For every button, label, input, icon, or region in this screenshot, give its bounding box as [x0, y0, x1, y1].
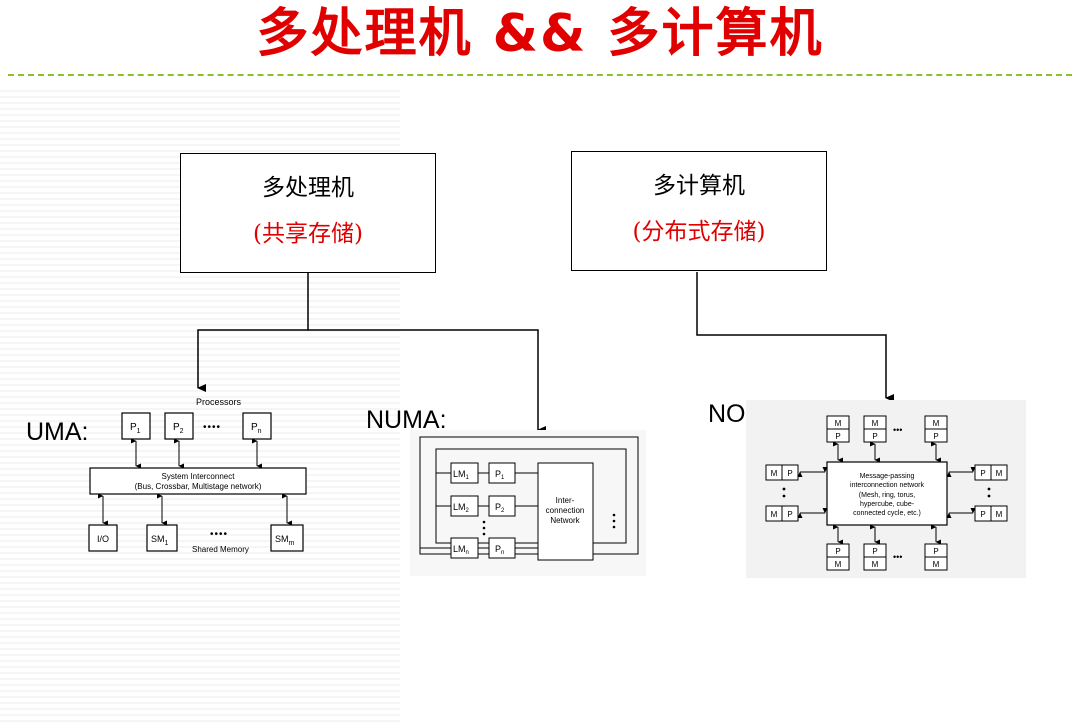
multiprocessor-subtitle: (共享存储)	[253, 221, 363, 247]
svg-text:P: P	[872, 547, 877, 556]
svg-text:P: P	[787, 510, 792, 519]
svg-text:M: M	[872, 419, 879, 428]
svg-text:•••: •••	[893, 425, 902, 435]
svg-text:M: M	[872, 560, 879, 569]
numa-p2-label: P2	[495, 502, 505, 514]
processor-p2-label: P2	[173, 422, 184, 435]
uma-processor-links	[131, 438, 262, 469]
numa-processor-p1	[488, 462, 516, 484]
lm1-label: LM1	[453, 469, 470, 481]
numa-net-line2: connection	[546, 506, 585, 515]
svg-text:M: M	[996, 510, 1003, 519]
svg-text:M: M	[933, 560, 940, 569]
multicomputer-title: 多计算机	[653, 173, 745, 199]
connector-to-norma	[696, 272, 894, 402]
svg-text:P: P	[872, 432, 877, 441]
svg-text:•••: •••	[893, 552, 902, 562]
svg-text:hypercube, cube-: hypercube, cube-	[860, 501, 915, 508]
io-label: I/O	[97, 534, 109, 544]
norma-bottom-links	[833, 524, 941, 545]
io-box	[88, 524, 118, 552]
numa-scan-background	[410, 430, 646, 576]
norma-right-dots	[987, 487, 991, 498]
processor-p1-label: P1	[130, 422, 141, 435]
svg-text:M: M	[933, 419, 940, 428]
shared-memory-caption: Shared Memory	[192, 545, 249, 554]
processor-ellipsis: ••••	[203, 422, 221, 433]
processor-p1	[121, 412, 151, 440]
connector-to-uma	[197, 273, 309, 392]
system-interconnect-line1: System Interconnect	[162, 472, 236, 481]
numa-processor-p2	[488, 495, 516, 517]
svg-text:M: M	[771, 510, 778, 519]
svg-text:P: P	[933, 547, 938, 556]
uma-label: UMA:	[26, 418, 89, 446]
svg-text:M: M	[835, 419, 842, 428]
multiprocessor-box: 多处理机 (共享存储)	[180, 153, 436, 273]
system-interconnect	[89, 467, 307, 495]
connector-to-numa	[308, 329, 546, 434]
local-memory-lm2	[450, 495, 479, 517]
multicomputer-box: 多计算机 (分布式存储)	[571, 151, 827, 271]
message-passing-network	[826, 461, 948, 526]
processor-p2	[164, 412, 194, 440]
shared-memory-sm1	[146, 524, 178, 552]
norma-bottom-nodes: P M P M ••• P M	[826, 543, 948, 571]
lmn-label: LMn	[453, 544, 469, 556]
uma-memory-links	[98, 493, 292, 526]
memory-ellipsis: ••••	[210, 529, 228, 540]
numa-loops	[419, 436, 639, 555]
norma-left-dots	[782, 487, 786, 498]
svg-text:(Mesh, ring, torus,: (Mesh, ring, torus,	[859, 492, 915, 499]
numa-net-line3: Network	[550, 516, 580, 525]
svg-text:P: P	[835, 547, 840, 556]
processor-pn-label: Pn	[251, 422, 262, 435]
numa-p1-label: P1	[495, 469, 505, 481]
slide-title: 多处理机 && 多计算机	[256, 4, 824, 64]
norma-top-links	[833, 441, 941, 463]
multiprocessor-title: 多处理机	[262, 175, 354, 201]
shared-memory-smm	[270, 524, 304, 552]
local-memory-lm1	[450, 462, 479, 484]
svg-text:P: P	[787, 469, 792, 478]
system-interconnect-line2: (Bus, Crossbar, Multistage network)	[135, 482, 262, 491]
svg-text:P: P	[933, 432, 938, 441]
title-divider	[8, 74, 1072, 76]
numa-vertical-dots	[482, 513, 616, 536]
norma-side-links	[797, 467, 976, 518]
sm1-label: SM1	[151, 534, 169, 547]
smm-label: SMm	[275, 534, 295, 547]
processors-caption: Processors	[196, 397, 242, 407]
numa-pn-label: Pn	[495, 544, 504, 556]
svg-text:Message-passing: Message-passing	[860, 473, 915, 480]
numa-net-line1: Inter-	[556, 496, 575, 505]
svg-text:P: P	[835, 432, 840, 441]
svg-text:M: M	[835, 560, 842, 569]
numa-processor-pn	[488, 537, 516, 559]
svg-text:M: M	[771, 469, 778, 478]
svg-text:P: P	[980, 510, 985, 519]
svg-text:connected cycle, etc.): connected cycle, etc.)	[853, 510, 921, 517]
local-memory-lmn	[450, 537, 479, 559]
numa-label: NUMA:	[366, 406, 447, 434]
svg-text:interconnection network: interconnection network	[850, 482, 924, 489]
svg-text:P: P	[980, 469, 985, 478]
lm2-label: LM2	[453, 502, 470, 514]
multicomputer-subtitle: (分布式存储)	[632, 219, 766, 245]
numa-interconnection-network	[537, 462, 594, 561]
numa-links	[420, 472, 538, 549]
svg-text:M: M	[996, 469, 1003, 478]
